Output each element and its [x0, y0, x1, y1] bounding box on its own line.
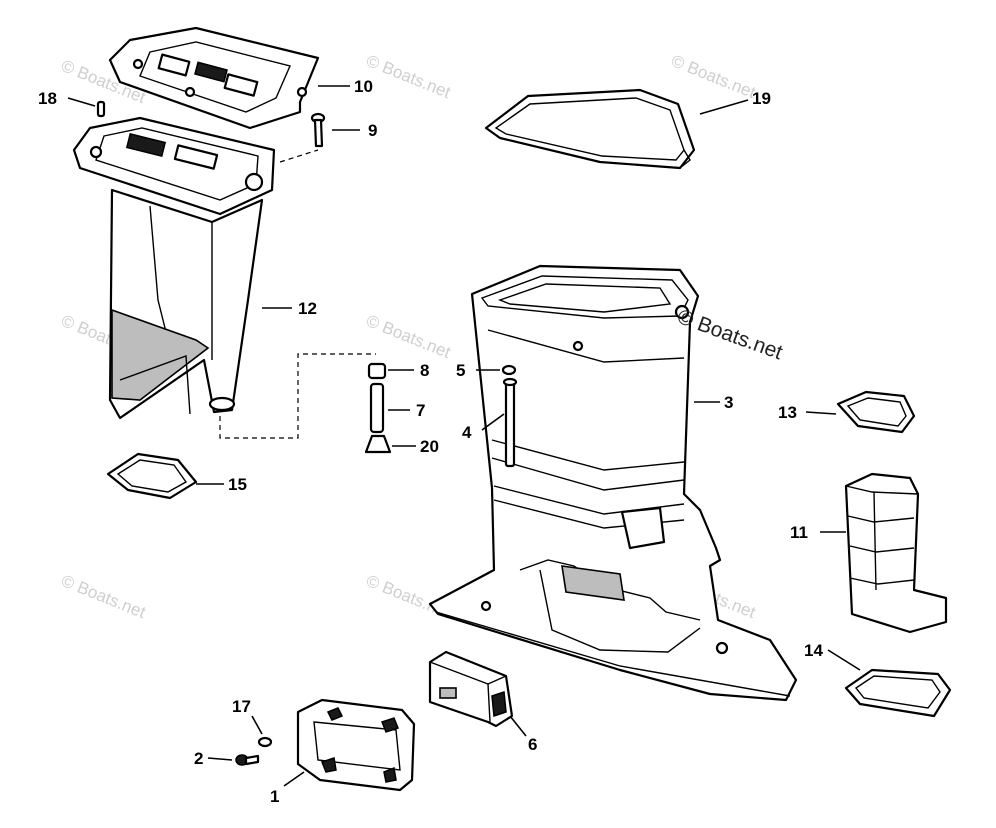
leader-lines: [67, 85, 861, 787]
callout-2: 2: [194, 749, 203, 768]
callout-7: 7: [416, 401, 425, 420]
watermark-text: © Boats.net: [669, 51, 759, 102]
part-7-tube: [369, 382, 385, 434]
part-15-seal: [106, 452, 198, 500]
callout-6: 6: [528, 735, 537, 754]
callout-13: 13: [778, 403, 797, 422]
watermark-text: © Boats.net: [59, 571, 149, 622]
callout-17: 17: [232, 697, 251, 716]
callout-12: 12: [298, 299, 317, 318]
callout-1: 1: [270, 787, 279, 806]
part-19-seal: [484, 88, 696, 170]
part-10-gasket: [108, 26, 320, 130]
watermark-text: © Boats.net: [364, 51, 454, 102]
part-18-dowel-pin: [96, 100, 106, 118]
part-13-seal: [836, 390, 916, 434]
callout-18: 18: [38, 89, 57, 108]
callout-20: 20: [420, 437, 439, 456]
part-8-grommet: [367, 362, 387, 380]
callout-8: 8: [420, 361, 429, 380]
callout-19: 19: [752, 89, 771, 108]
watermark-prominent: © Boats.net: [674, 305, 785, 364]
callout-11: 11: [790, 523, 808, 542]
callout-5: 5: [456, 361, 465, 380]
part-17-washer: [257, 736, 273, 748]
part-5-nut: [501, 364, 517, 376]
part-6-block: [428, 650, 514, 728]
reference-line: [279, 149, 319, 163]
callout-10: 10: [354, 77, 373, 96]
part-20-grommet: [364, 434, 392, 454]
part-3-driveshaft-housing: [428, 264, 798, 702]
part-14-seal: [844, 668, 952, 718]
part-1-cover: [296, 698, 416, 792]
callout-15: 15: [228, 475, 247, 494]
callout-9: 9: [368, 121, 377, 140]
part-2-screw: [235, 754, 260, 766]
part-12-exhaust-housing: [72, 116, 276, 420]
watermark-text: © Boats.net: [364, 311, 454, 362]
part-9-screw: [310, 112, 326, 148]
callout-4: 4: [462, 423, 472, 442]
callout-3: 3: [724, 393, 733, 412]
callout-labels: 10 18 9 19 12 8 7 20 5 4 3 13 11 15 14 6…: [38, 77, 823, 806]
reference-line: [219, 353, 376, 439]
part-4-stud: [502, 377, 518, 468]
part-11-exhaust-tube: [844, 472, 948, 634]
callout-14: 14: [804, 641, 823, 660]
